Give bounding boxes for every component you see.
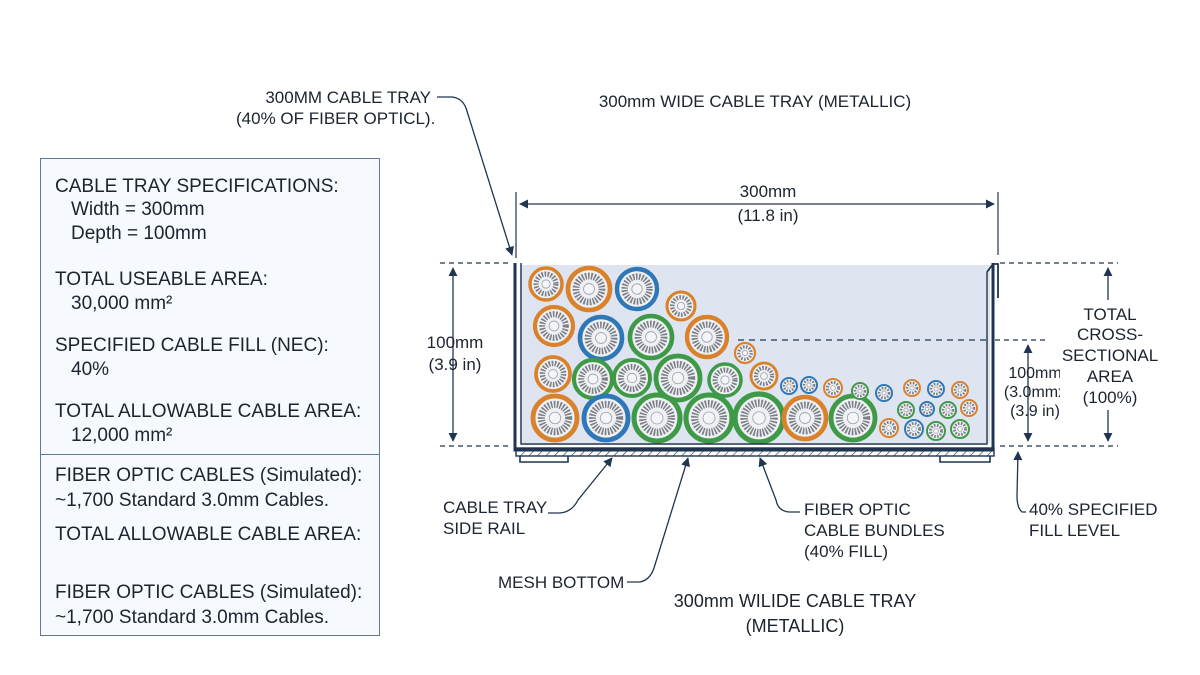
cable-bundle (919, 401, 935, 417)
width-dim-label: 300mm (739, 182, 797, 201)
bottom-title-line-2: (METALLIC) (745, 616, 845, 636)
spec-fiber-value-2: ~1,700 Standard 3.0mm Cables. (55, 607, 330, 628)
leader-lines (437, 96, 1026, 583)
mesh-bottom-label: MESH BOTTOM (498, 573, 625, 592)
spec-allow-label: TOTAL ALLOWABLE CABLE AREA: (55, 401, 362, 422)
spec-fiber-value: ~1,700 Standard 3.0mm Cables. (55, 490, 330, 511)
cable-bundle (653, 353, 703, 403)
side-rail-label-line-2: SIDE RAIL (443, 519, 526, 538)
total-area-line-2: CROSS- (1060, 325, 1160, 345)
fill-level-label-line-2: FILL LEVEL (1029, 521, 1121, 540)
width-dimension (515, 192, 999, 258)
cable-bundle (707, 362, 743, 398)
spec-fiber-label-2: FIBER OPTIC CABLES (Simulated): (55, 582, 363, 603)
total-area-line-1: TOTAL (1060, 305, 1160, 325)
cable-bundle (780, 377, 798, 395)
spec-fill-value: 40% (71, 359, 110, 380)
bundles-label-line-3: (40% FILL) (804, 542, 889, 561)
cable-bundle (532, 304, 576, 348)
cable-tray (513, 263, 999, 463)
spec-fiber-label: FIBER OPTIC CABLES (Simulated): (55, 465, 363, 486)
cable-bundle (530, 393, 580, 443)
cable-bundle (926, 421, 946, 441)
cable-bundle (665, 290, 697, 322)
cable-bundle (879, 418, 899, 438)
cable-bundle (571, 357, 615, 401)
total-area-line-3: SECTIONAL (1060, 346, 1160, 366)
cable-bundle (577, 314, 625, 362)
cable-bundle (581, 393, 631, 443)
bundles-label-line-2: CABLE BUNDLES (804, 521, 945, 540)
cable-bundle (565, 265, 613, 313)
mesh-bottom (515, 447, 995, 457)
spec-allow-label-2: TOTAL ALLOWABLE CABLE AREA: (55, 524, 362, 545)
height-dim-label: 100mm (426, 333, 484, 352)
total-area-line-5: (100%) (1060, 388, 1160, 408)
cable-bundle (904, 419, 924, 439)
cable-bundle (732, 391, 786, 445)
bottom-title-line-1: 300mm WILIDE CABLE TRAY (673, 591, 917, 611)
total-area-line-4: AREA (1060, 367, 1160, 387)
cable-bundle (897, 401, 915, 419)
cable-bundle (903, 379, 921, 397)
cable-bundle (823, 378, 843, 398)
cable-bundle (528, 266, 564, 302)
cable-bundle (939, 401, 957, 419)
cable-bundle (875, 384, 893, 402)
spec-allow-value: 12,000 mm² (71, 425, 173, 446)
spec-width: Width = 300mm (71, 199, 205, 220)
fill-dim-label: 100mm (1008, 365, 1062, 382)
height-dimension (440, 262, 512, 447)
cable-bundle (951, 381, 969, 399)
spec-usable-label: TOTAL USEABLE AREA: (55, 269, 268, 290)
cable-bundle (749, 361, 779, 391)
fiber-optic-cable-bundles (528, 265, 978, 445)
tray-label-line-2: (40% OF FIBER OPTICL). (236, 109, 436, 128)
specifications-panel: CABLE TRAY SPECIFICATIONS: Width = 300mm… (40, 158, 380, 636)
top-title: 300mm WIDE CABLE TRAY (METALLIC) (598, 92, 912, 111)
cable-bundle (612, 358, 652, 398)
cable-bundle (781, 394, 829, 442)
cable-bundle (684, 314, 730, 360)
side-rail-label-line-1: CABLE TRAY (443, 498, 548, 517)
cable-bundle (683, 392, 735, 444)
cable-bundle (927, 380, 945, 398)
cable-bundle (950, 419, 970, 439)
cable-bundle (733, 341, 757, 365)
fill-dim-sub-label-2: (3.9 in) (1010, 403, 1060, 420)
spec-fill-label: SPECIFIED CABLE FILL (NEC): (55, 335, 329, 356)
cable-bundle (828, 393, 878, 443)
spec-heading: CABLE TRAY SPECIFICATIONS: (55, 176, 339, 197)
tray-label-line-1: 300MM CABLE TRAY (265, 88, 431, 107)
width-dim-sub-label: (11.8 in) (737, 206, 799, 225)
cable-bundle (800, 376, 818, 394)
cable-bundle (960, 399, 978, 417)
fill-level-label-line-1: 40% SPECIFIED (1029, 500, 1158, 519)
height-dim-sub-label: (3.9 in) (428, 355, 482, 374)
spec-usable-value: 30,000 mm² (71, 293, 173, 314)
cable-bundle (631, 392, 683, 444)
cable-bundle (851, 382, 869, 400)
cable-bundle (614, 266, 660, 312)
bundles-label-line-1: FIBER OPTIC (804, 500, 911, 519)
cable-bundle (627, 313, 675, 361)
fill-dim-sub-label: (3.0mmx (1003, 384, 1067, 401)
cable-bundle (534, 355, 572, 393)
fill-level-dimension (995, 262, 1118, 447)
spec-depth: Depth = 100mm (71, 223, 207, 244)
spec-divider (41, 454, 379, 455)
